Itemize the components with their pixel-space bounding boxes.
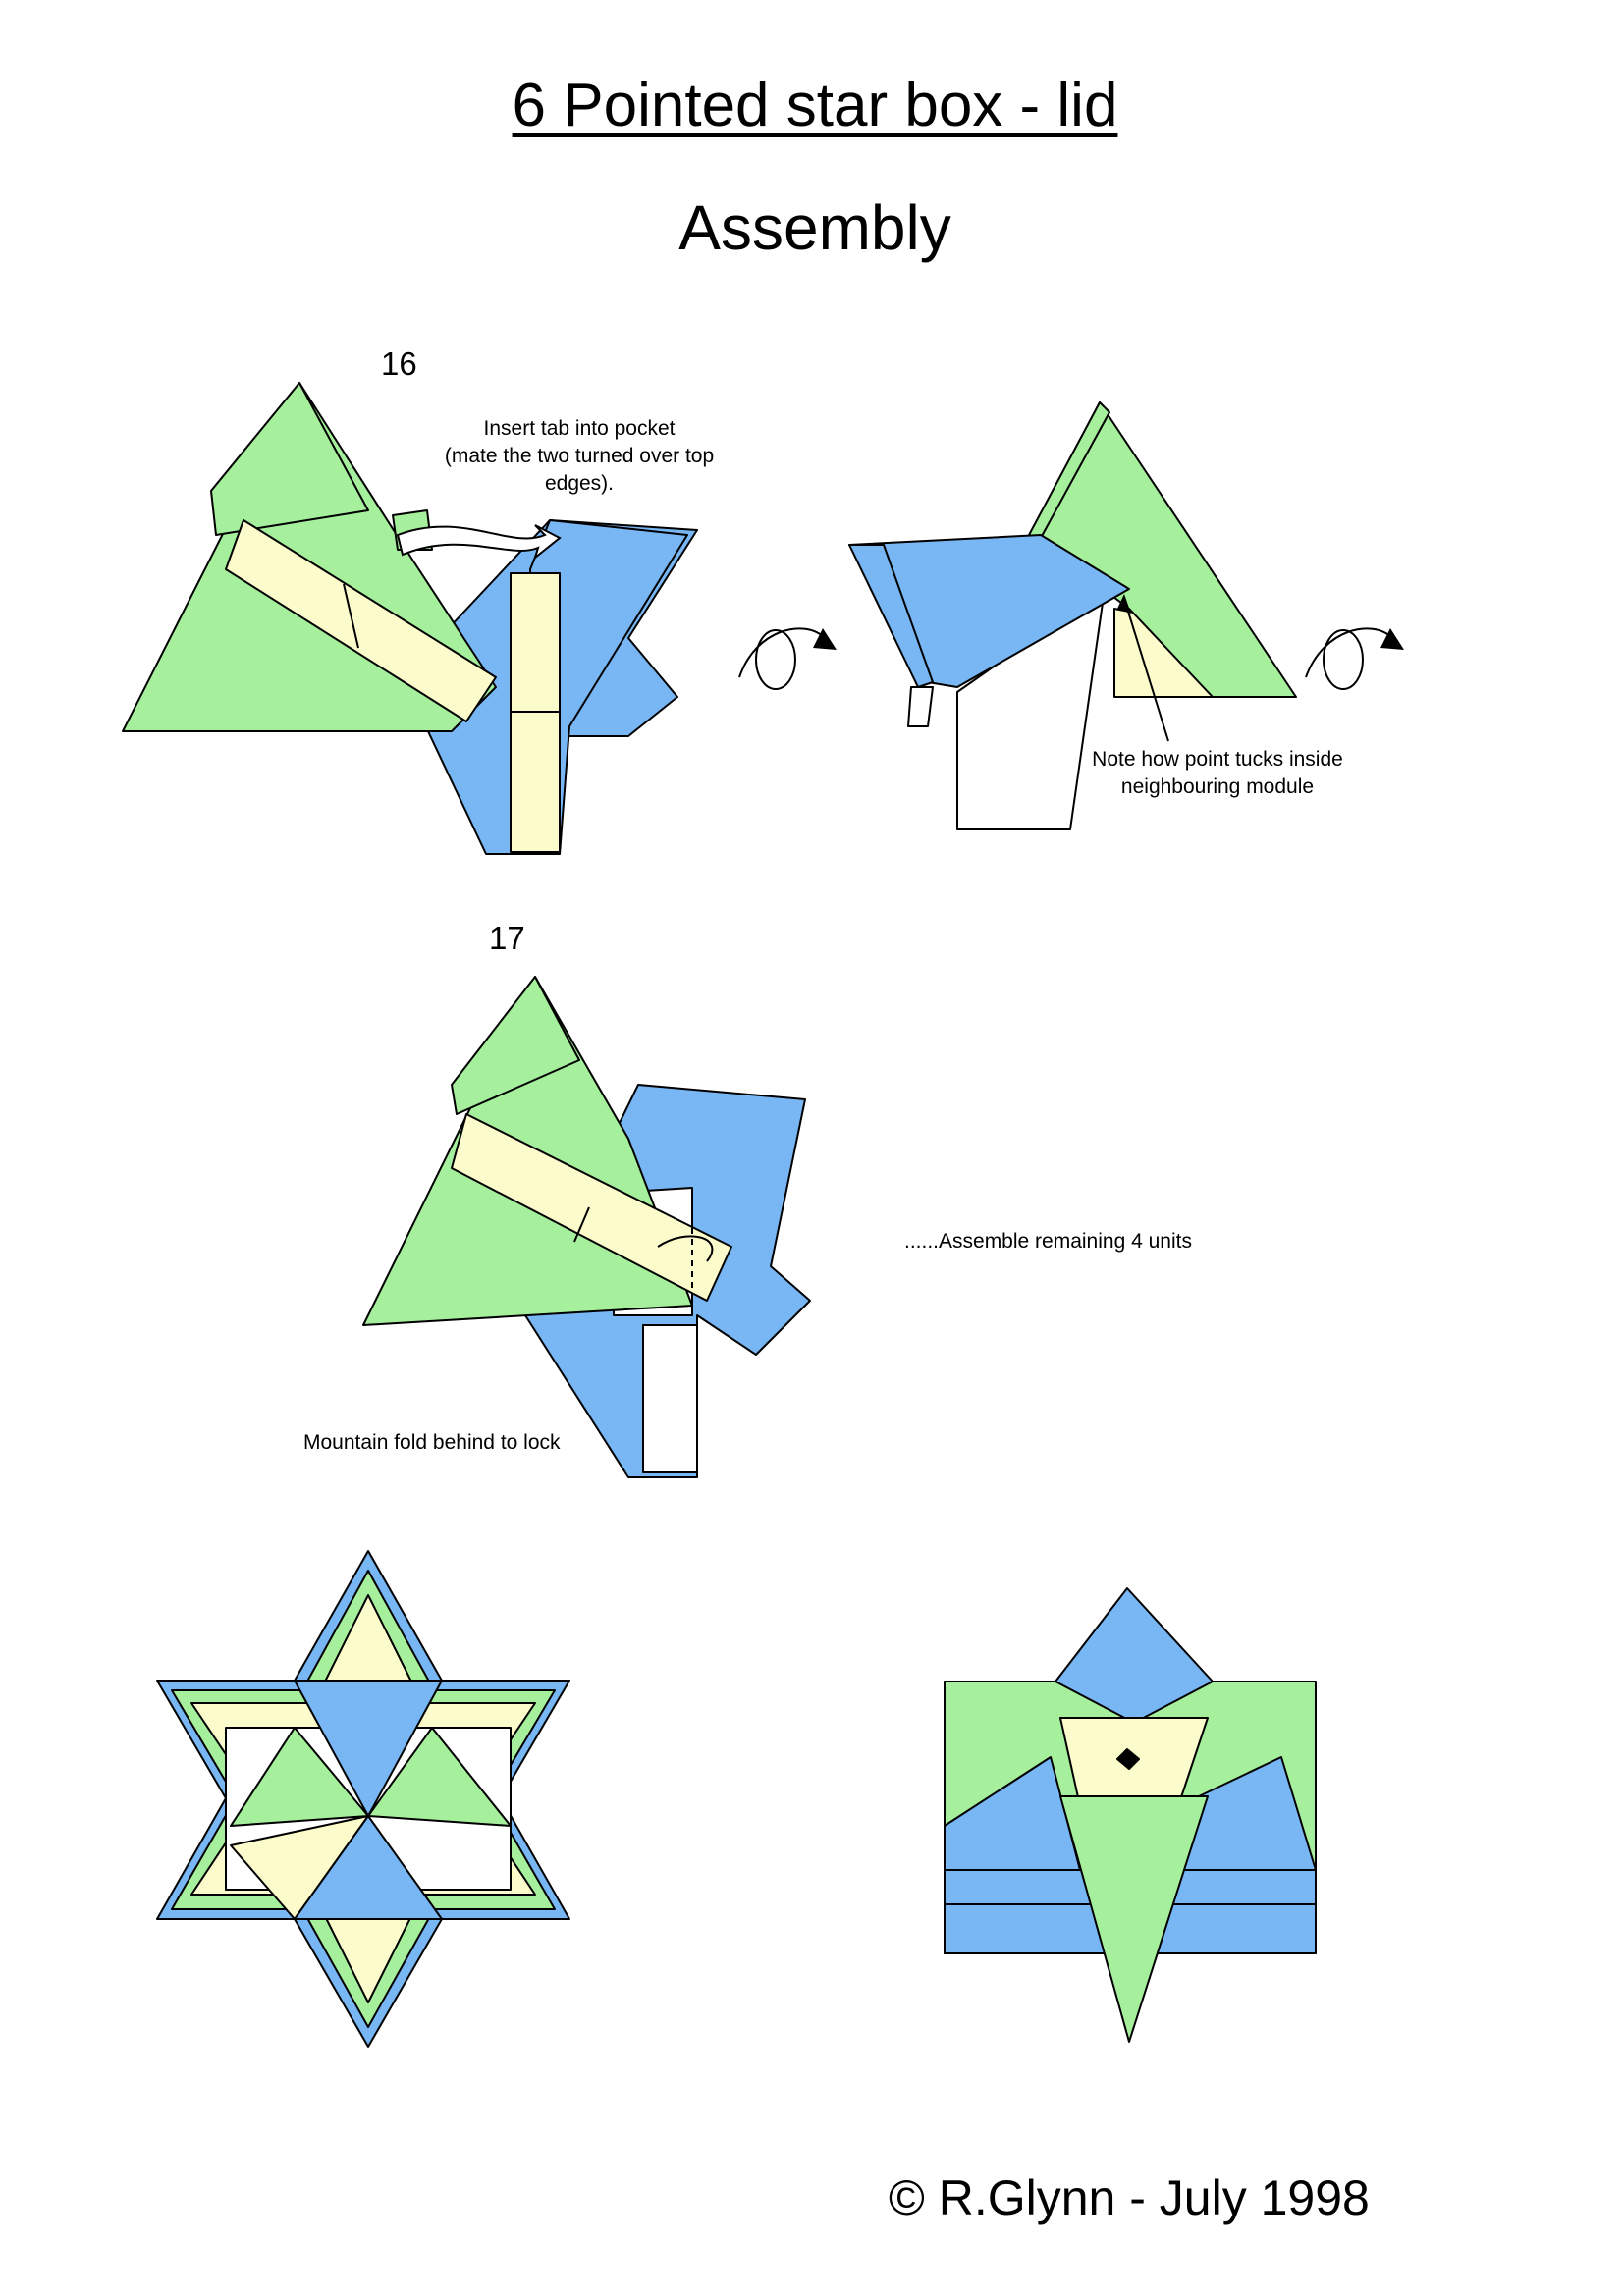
rotate-arrow-icon <box>1305 627 1404 690</box>
mountain-fold-arrow-icon <box>657 1235 714 1262</box>
page-title: 6 Pointed star box - lid <box>512 72 1118 139</box>
blue-unit-layer <box>529 519 688 855</box>
step-17-assemble-note: ......Assemble remaining 4 units <box>904 1230 1192 1253</box>
finished-star-box-view <box>944 1587 1317 2043</box>
step-17-figure <box>362 976 811 1478</box>
step-16-assembly-figure <box>122 382 698 855</box>
step-16-number: 16 <box>381 346 417 382</box>
pointer-arrow-icon <box>1123 598 1169 742</box>
finished-star-open-view <box>156 1550 570 2048</box>
step-16-result-figure <box>848 401 1297 830</box>
cream-strip <box>451 1113 732 1302</box>
insert-arrow-icon <box>396 524 562 561</box>
step-17-number: 17 <box>489 920 525 956</box>
step-17-lock-note: Mountain fold behind to lock <box>303 1431 561 1454</box>
step-16-insert-note: Insert tab into pocket (mate the two tur… <box>444 417 715 495</box>
step-16-tuck-note: Note how point tucks inside neighbouring… <box>1092 748 1343 798</box>
green-unit-top <box>210 382 369 536</box>
cream-strip <box>225 519 497 722</box>
copyright-credit: © R.Glynn - July 1998 <box>889 2170 1370 2225</box>
page-subtitle: Assembly <box>678 192 951 263</box>
rotate-arrow-icon <box>738 627 837 690</box>
